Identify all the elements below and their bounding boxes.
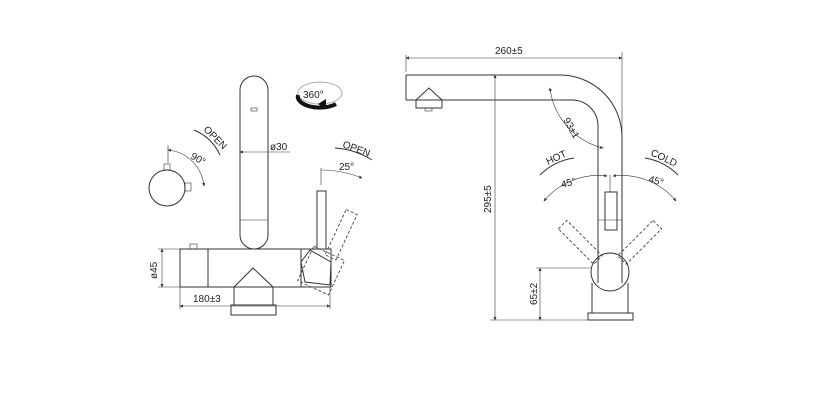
spout-angle-dim: 93±1 — [548, 87, 604, 149]
handle-angle-label: 90° — [189, 151, 208, 168]
hot-label: HOT — [545, 149, 569, 168]
side-view: 260±5 295±5 93±1 HOT COLD 45° 45° 65±2 — [405, 46, 679, 321]
reach-label: 260±5 — [495, 46, 523, 57]
height-label: 295±5 — [483, 185, 494, 213]
lever-height-label: 65±2 — [529, 282, 540, 305]
spout-angle-label: 93±1 — [560, 116, 581, 141]
spout-diameter-dim: ø30 — [239, 142, 290, 154]
handle-open-label: OPEN — [201, 124, 229, 152]
spout-tube — [239, 75, 269, 250]
cold-angle-label: 45° — [647, 174, 664, 189]
rotation-icon: 360° — [295, 81, 343, 110]
lever-height-dim: 65±2 — [529, 267, 591, 321]
spout — [405, 74, 623, 283]
body-diameter-dim: ø45 — [149, 248, 180, 288]
cold-label: COLD — [649, 148, 679, 170]
rotation-label: 360° — [303, 90, 324, 101]
side-handle: OPEN 90° — [148, 124, 229, 207]
hot-angle-label: 45° — [560, 176, 577, 191]
lever-open-position — [297, 208, 358, 296]
front-view: OPEN 90° ø30 OPEN 25° 360° ø45 — [148, 75, 373, 316]
hot-cold-dims: HOT COLD 45° 45° — [539, 148, 679, 202]
body-width-dim: 180±3 — [179, 287, 331, 309]
lever-open-label: OPEN — [341, 139, 371, 159]
lever-and-base — [557, 175, 663, 321]
body-diameter-label: ø45 — [149, 261, 160, 279]
lever — [297, 190, 358, 296]
lever-angle-label: 25° — [339, 162, 354, 173]
spout-diameter-label: ø30 — [270, 142, 288, 153]
lever-angle-dim: OPEN 25° — [320, 139, 373, 185]
reach-dim: 260±5 — [405, 46, 623, 283]
body-width-label: 180±3 — [193, 294, 221, 305]
